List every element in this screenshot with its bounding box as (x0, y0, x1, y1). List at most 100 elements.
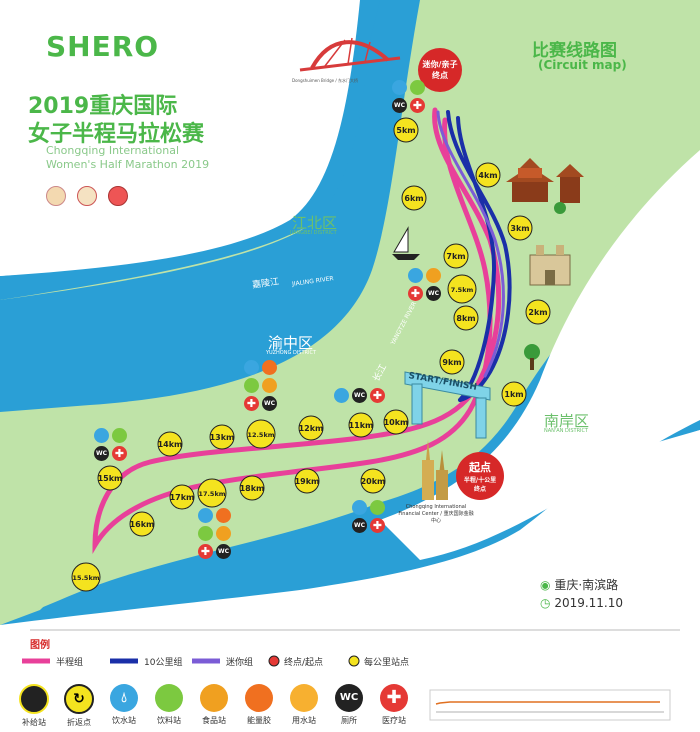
legend-station-label: 医疗站 (382, 716, 406, 725)
legend-mini-label: 迷你组 (226, 658, 254, 668)
water-drop-icon (94, 428, 109, 443)
brand-logo: SHERO (46, 30, 160, 63)
start-point-badge: 起点 半程/十公里 终点 (456, 452, 504, 500)
medical-cross-icon: ✚ (408, 286, 423, 301)
km-marker-label: 15km (98, 474, 123, 483)
km-marker-label: 12km (299, 424, 324, 433)
km-marker-17_5km: 17.5km (197, 478, 227, 508)
district-yuzhong-en: YUZHONG DISTRICT (266, 350, 316, 356)
wc-icon: WC (335, 684, 363, 712)
event-title-line1: 2019重庆国际 (28, 94, 178, 119)
medical-cross-icon: ✚ (370, 518, 385, 533)
turnaround-icon: ↻ (64, 684, 94, 714)
km-markers: 1km2km3km4km5km6km7km7.5km8km9km10km11km… (71, 117, 551, 592)
energy-gel-icon (216, 508, 231, 523)
inner-river (0, 0, 420, 412)
km-marker-label: 18km (240, 484, 265, 493)
medical-cross-icon: ✚ (410, 98, 425, 113)
legend-station-label: 能量胶 (247, 716, 271, 725)
legend (22, 629, 680, 721)
km-marker-label: 17.5km (198, 490, 225, 498)
wc-icon: WC (426, 286, 441, 301)
start-point-sub2: 终点 (473, 486, 486, 493)
km-marker-3km: 3km (507, 215, 533, 241)
district-jiangbei: 江北区 (292, 214, 338, 232)
peninsula-land (0, 0, 700, 625)
km-marker-15_5km: 15.5km (71, 562, 101, 592)
banana-icon (200, 684, 228, 712)
km-marker-15km: 15km (97, 465, 123, 491)
legend-station-food: 食品站 (196, 684, 232, 728)
banana-icon (216, 526, 231, 541)
upper-left-land (0, 0, 360, 276)
km-marker-label: 20km (361, 477, 386, 486)
km-marker-label: 2km (528, 308, 547, 317)
km-marker-label: 5km (396, 126, 415, 135)
sponsor-logos (46, 186, 129, 210)
medical-cross-icon: ✚ (380, 684, 408, 712)
km-marker-5km: 5km (393, 117, 419, 143)
km-marker-1km: 1km (501, 381, 527, 407)
start-point-title: 起点 (469, 461, 491, 474)
km-marker-label: 16km (130, 520, 155, 529)
map-title-en: (Circuit map) (538, 58, 627, 72)
bridge-caption: Dongshuimen Bridge / 东水门大桥 (292, 78, 358, 83)
km-marker-8km: 8km (453, 305, 479, 331)
km-marker-18km: 18km (239, 475, 265, 501)
legend-km-dot (348, 655, 360, 667)
legend-stations: 补给站 ↻ 折返点 💧︎ 饮水站 饮料站 食品站 能量胶 用水站 WC 厕所 ✚… (16, 684, 412, 728)
district-nanan: 南岸区 (544, 412, 590, 430)
legend-station-label: 食品站 (202, 716, 226, 725)
station-cluster-20km: WC ✚ (352, 500, 385, 533)
right-bank-land (380, 150, 700, 560)
half-marathon-route (92, 107, 502, 555)
district-jiangbei-en: JIANGBEI DISTRICT (290, 230, 337, 236)
medical-cross-icon: ✚ (112, 446, 127, 461)
km-marker-label: 11km (349, 421, 374, 430)
mini-finish-badge: 迷你/亲子终点 (418, 48, 462, 92)
date-info: ◷ 2019.11.10 (540, 596, 623, 610)
km-marker-4km: 4km (475, 162, 501, 188)
legend-station-supply: 补给站 (16, 684, 52, 728)
km-marker-12_5km: 12.5km (246, 419, 276, 449)
drink-icon (198, 526, 213, 541)
water-drop-icon: 💧︎ (110, 684, 138, 712)
wc-icon: WC (262, 396, 277, 411)
drink-icon (244, 378, 259, 393)
legend-station-medical: ✚ 医疗站 (376, 684, 412, 728)
lower-right-land (0, 430, 700, 732)
km-marker-label: 10km (384, 418, 409, 427)
km-marker-7km: 7km (443, 243, 469, 269)
km-marker-label: 8km (456, 314, 475, 323)
start-point-sub1: 半程/十公里 (463, 477, 497, 484)
km-marker-11km: 11km (348, 412, 374, 438)
km-marker-17km: 17km (169, 484, 195, 510)
station-cluster-mid: ✚ WC (408, 268, 441, 301)
km-marker-label: 7km (446, 252, 465, 261)
km-marker-label: 9km (442, 358, 461, 367)
sponsor-logo-2 (77, 186, 98, 206)
km-marker-7_5km: 7.5km (447, 274, 477, 304)
sponge-icon (426, 268, 441, 283)
legend-station-label: 用水站 (292, 716, 316, 725)
legend-half-label: 半程组 (56, 658, 84, 668)
wc-icon: WC (216, 544, 231, 559)
longmenhao-landmark (529, 245, 571, 286)
mini-route (436, 110, 505, 378)
km-marker-12km: 12km (298, 415, 324, 441)
map-title-cn: 比赛线路图 (532, 41, 617, 61)
wc-icon: WC (94, 446, 109, 461)
start-finish-arch (404, 371, 491, 439)
energy-gel-icon (245, 684, 273, 712)
drink-icon (112, 428, 127, 443)
water-drop-icon (244, 360, 259, 375)
banana-icon (262, 378, 277, 393)
event-title-line2: 女子半程马拉松赛 (28, 122, 205, 147)
district-yuzhong: 渝中区 (268, 334, 314, 352)
km-marker-label: 12.5km (247, 431, 274, 439)
km-marker-label: 14km (158, 440, 183, 449)
legend-station-gel: 能量胶 (241, 684, 277, 728)
water-drop-icon (392, 80, 407, 95)
drink-icon (155, 684, 183, 712)
